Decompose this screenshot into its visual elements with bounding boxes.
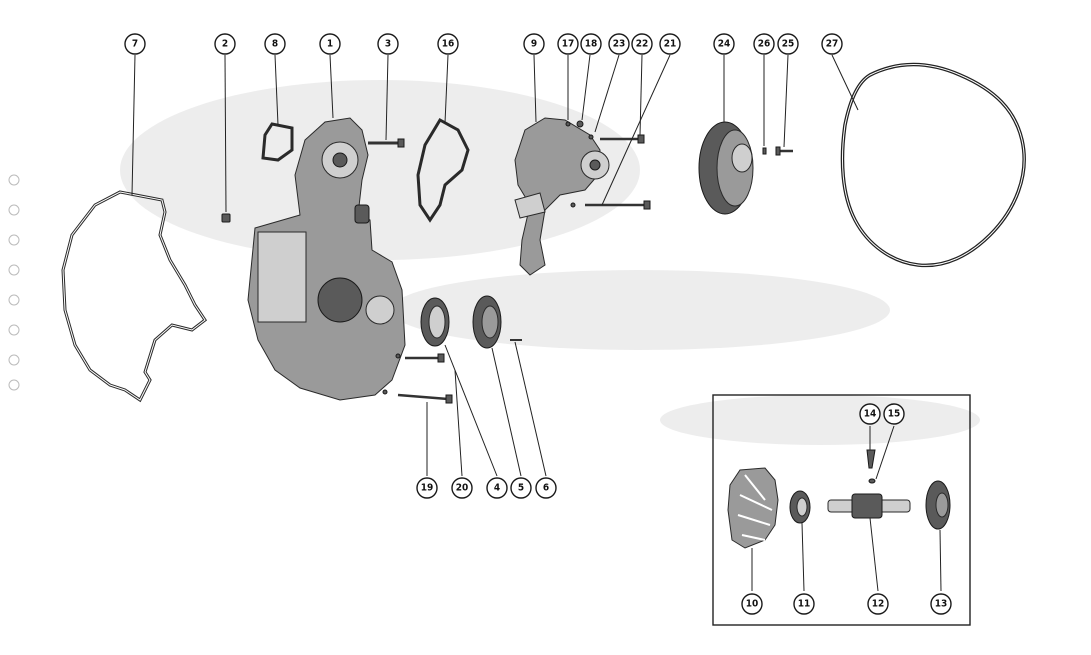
svg-text:15: 15: [888, 409, 901, 420]
callout-22: 22: [631, 33, 653, 55]
svg-text:12: 12: [872, 599, 885, 610]
svg-text:23: 23: [613, 39, 626, 50]
svg-text:22: 22: [636, 39, 649, 50]
callout-16: 16: [437, 33, 459, 55]
callout-11: 11: [793, 593, 815, 615]
callout-27: 27: [821, 33, 843, 55]
svg-text:3: 3: [385, 39, 391, 50]
part-27-belt: [840, 62, 1026, 268]
svg-text:20: 20: [456, 483, 469, 494]
part-26-washer: [762, 147, 767, 155]
callout-23: 23: [608, 33, 630, 55]
callout-17: 17: [557, 33, 579, 55]
svg-text:13: 13: [935, 599, 948, 610]
callout-25: 25: [777, 33, 799, 55]
part-18-lockwasher: [576, 120, 584, 128]
part-4-seal: [420, 297, 450, 347]
part-12-shaft-bearing: [827, 493, 911, 519]
part-13-hub: [925, 480, 951, 530]
callout-3: 3: [377, 33, 399, 55]
svg-text:9: 9: [531, 39, 537, 50]
svg-text:21: 21: [664, 39, 677, 50]
inset-frame: [712, 394, 971, 626]
callout-14: 14: [859, 403, 881, 425]
svg-text:24: 24: [718, 39, 731, 50]
part-7-cover-gasket: [61, 190, 208, 403]
svg-text:10: 10: [746, 599, 759, 610]
part-8-small-gasket: [261, 122, 294, 162]
callout-20: 20: [451, 477, 473, 499]
callout-19: 19: [416, 477, 438, 499]
part-10-impeller: [727, 467, 779, 549]
svg-text:17: 17: [562, 39, 575, 50]
part-24-pulley: [698, 121, 754, 215]
part-16-pump-gasket: [416, 117, 470, 223]
callout-21: 21: [659, 33, 681, 55]
svg-text:14: 14: [864, 409, 877, 420]
svg-text:8: 8: [272, 39, 278, 50]
leader-lines: [131, 54, 942, 592]
part-11-seal: [789, 490, 811, 524]
svg-text:25: 25: [782, 39, 795, 50]
part-21-long-bolt: [570, 200, 651, 210]
svg-text:19: 19: [421, 483, 434, 494]
part-17-washer: [565, 121, 571, 127]
svg-text:2: 2: [222, 39, 228, 50]
callout-10: 10: [741, 593, 763, 615]
part-5-oil-seal: [472, 295, 502, 349]
part-19-long-bolt: [382, 389, 453, 404]
callout-15: 15: [883, 403, 905, 425]
svg-text:27: 27: [826, 39, 839, 50]
callout-9: 9: [523, 33, 545, 55]
svg-text:7: 7: [132, 39, 138, 50]
callout-1: 1: [319, 33, 341, 55]
callout-7: 7: [124, 33, 146, 55]
svg-text:4: 4: [494, 483, 500, 494]
background-stipple: [120, 80, 980, 445]
callout-2: 2: [214, 33, 236, 55]
callout-12: 12: [867, 593, 889, 615]
svg-text:16: 16: [442, 39, 455, 50]
callout-8: 8: [264, 33, 286, 55]
callout-18: 18: [580, 33, 602, 55]
callout-5: 5: [510, 477, 532, 499]
part-25-bolt: [775, 146, 793, 156]
part-3-bolt: [368, 138, 405, 148]
part-9-water-pump-body: [514, 117, 610, 276]
svg-text:5: 5: [518, 483, 524, 494]
part-22-bolt: [600, 134, 645, 144]
svg-text:1: 1: [327, 39, 333, 50]
callout-13: 13: [930, 593, 952, 615]
svg-text:18: 18: [585, 39, 598, 50]
part-14-set-screw: [866, 449, 876, 469]
left-edge-marks: [8, 174, 20, 391]
part-20-bolt: [395, 353, 445, 363]
svg-text:26: 26: [758, 39, 771, 50]
callout-6: 6: [535, 477, 557, 499]
callout-4: 4: [486, 477, 508, 499]
callout-26: 26: [753, 33, 775, 55]
part-15-washer: [868, 478, 876, 484]
part-1-timing-cover-housing: [247, 117, 406, 401]
svg-text:11: 11: [798, 599, 811, 610]
part-2-dowel: [221, 213, 231, 223]
callout-24: 24: [713, 33, 735, 55]
part-23-washer: [588, 134, 594, 140]
svg-text:6: 6: [543, 483, 549, 494]
